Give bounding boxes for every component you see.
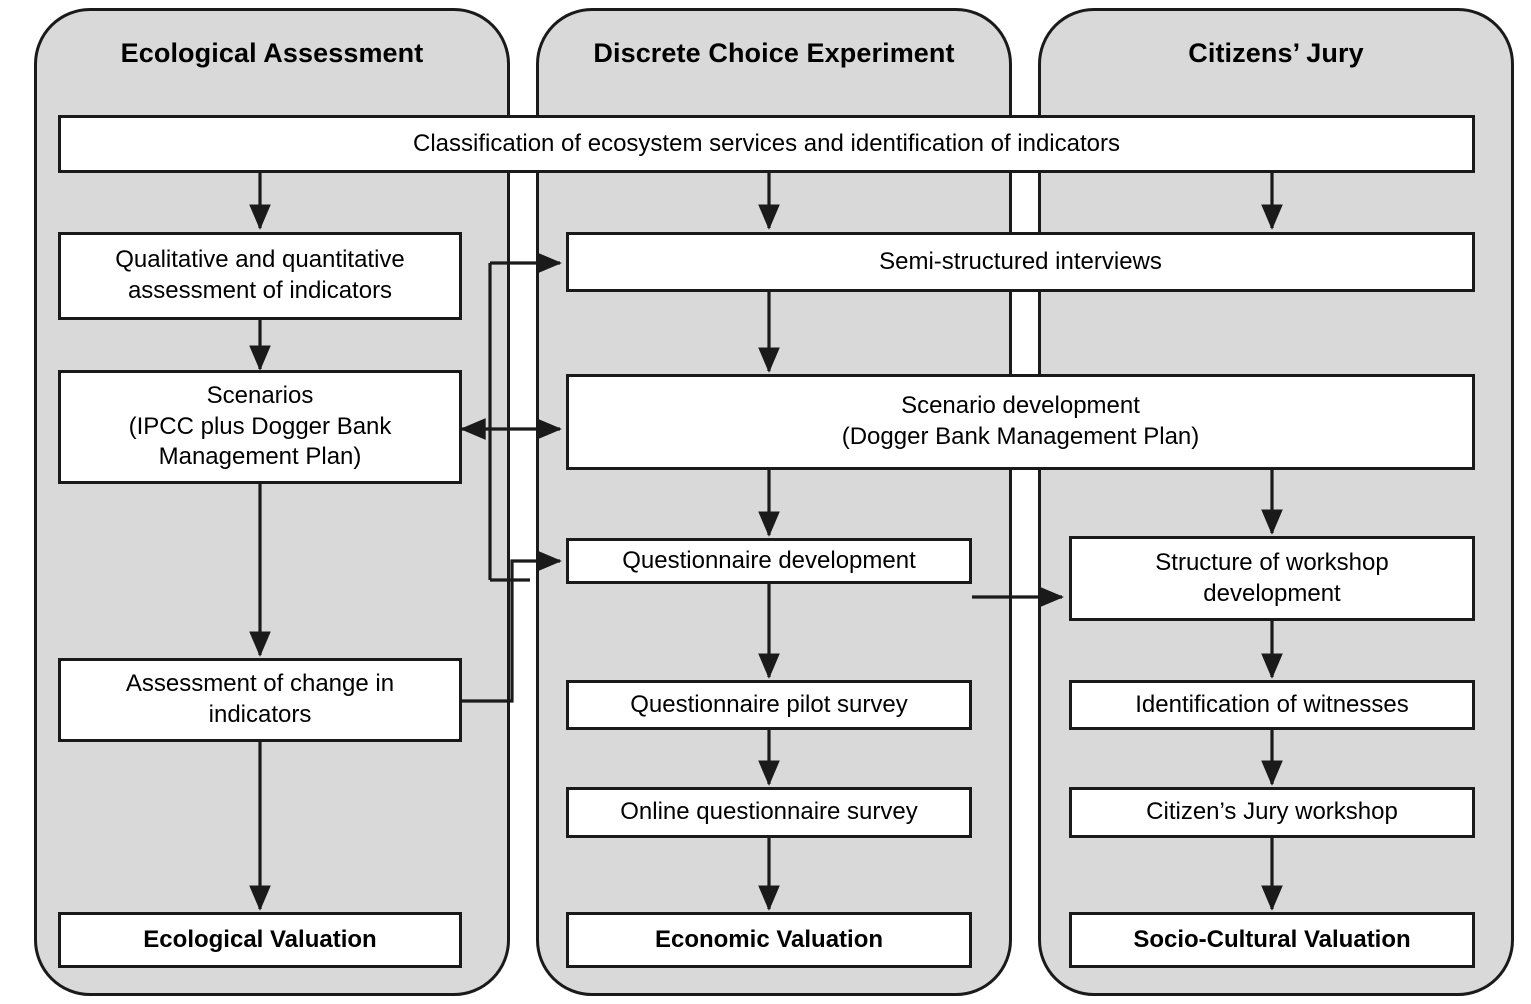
node-classification-of-ecosystem-services[interactable]: Classification of ecosystem services and…: [58, 115, 1475, 173]
node-label-line1: Qualitative and quantitative: [115, 246, 405, 274]
panel-title-discrete-choice-experiment: Discrete Choice Experiment: [593, 38, 955, 68]
node-label: Identification of witnesses: [1135, 690, 1409, 718]
panel-title-citizens-jury: Citizens’ Jury: [1188, 38, 1364, 68]
node-label-line1: Assessment of change in: [125, 670, 395, 698]
node-label: Economic Valuation: [654, 925, 884, 953]
node-label: Socio-Cultural Valuation: [1133, 925, 1411, 953]
node-ecological-valuation[interactable]: Ecological Valuation: [58, 912, 462, 968]
node-label-line1: Scenario development: [901, 392, 1140, 420]
node-citizens-jury-workshop[interactable]: Citizen’s Jury workshop: [1069, 787, 1475, 838]
node-scenario-development[interactable]: Scenario development (Dogger Bank Manage…: [566, 374, 1475, 470]
node-label-line2: development: [1203, 579, 1341, 607]
node-label: Questionnaire pilot survey: [630, 690, 908, 718]
node-qualitative-quantitative-assessment[interactable]: Qualitative and quantitative assessment …: [58, 232, 462, 320]
node-label-line2: assessment of indicators: [127, 277, 393, 304]
node-socio-cultural-valuation[interactable]: Socio-Cultural Valuation: [1069, 912, 1475, 968]
node-scenarios-ipcc-dogger-bank[interactable]: Scenarios (IPCC plus Dogger Bank Managem…: [58, 370, 462, 484]
node-questionnaire-development[interactable]: Questionnaire development: [566, 538, 972, 584]
node-questionnaire-pilot-survey[interactable]: Questionnaire pilot survey: [566, 680, 972, 730]
node-label: Questionnaire development: [622, 546, 916, 574]
node-label-line2: (IPCC plus Dogger Bank: [128, 412, 392, 440]
node-label-line2: (Dogger Bank Management Plan): [841, 423, 1200, 450]
panel-title-ecological-assessment: Ecological Assessment: [120, 38, 424, 68]
node-online-questionnaire-survey[interactable]: Online questionnaire survey: [566, 787, 972, 838]
node-label: Classification of ecosystem services and…: [413, 129, 1120, 157]
node-label-line1: Structure of workshop: [1155, 548, 1389, 576]
node-label: Online questionnaire survey: [620, 798, 918, 826]
node-label-line2: indicators: [208, 701, 312, 728]
node-label-line3: Management Plan): [158, 443, 362, 471]
node-label: Citizen’s Jury workshop: [1146, 798, 1398, 826]
node-label: Ecological Valuation: [143, 925, 377, 953]
node-assessment-of-change-in-indicators[interactable]: Assessment of change in indicators: [58, 658, 462, 742]
node-structure-of-workshop-development[interactable]: Structure of workshop development: [1069, 536, 1475, 621]
node-label-line1: Scenarios: [206, 381, 314, 409]
node-economic-valuation[interactable]: Economic Valuation: [566, 912, 972, 968]
node-semi-structured-interviews[interactable]: Semi-structured interviews: [566, 232, 1475, 292]
node-identification-of-witnesses[interactable]: Identification of witnesses: [1069, 680, 1475, 730]
node-label: Semi-structured interviews: [879, 247, 1162, 275]
